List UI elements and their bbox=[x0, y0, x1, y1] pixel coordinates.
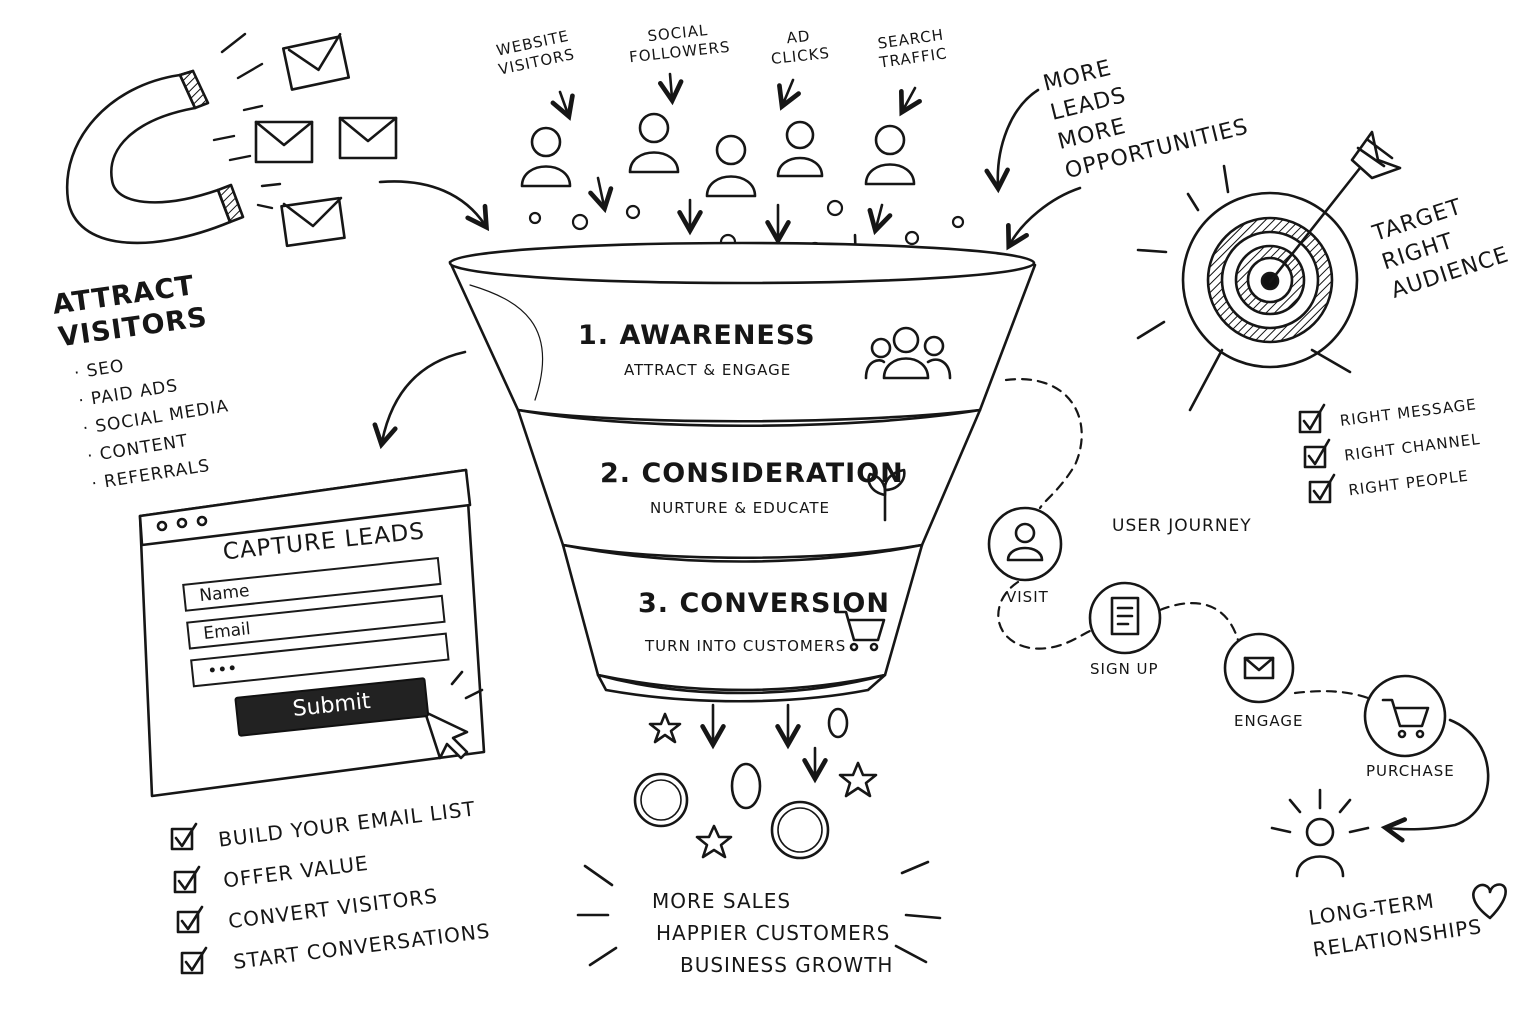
outcomes-list: More Sales Happier Customers Business Gr… bbox=[652, 885, 893, 981]
coin-icon bbox=[827, 707, 849, 739]
journey-step-engage: Engage bbox=[1234, 712, 1304, 730]
target-checklist: Right Message Right Channel Right People bbox=[1338, 387, 1487, 508]
source-ads: AdClicks bbox=[770, 26, 831, 68]
lead-form: Capture Leads Name Email ••• Submit bbox=[170, 515, 482, 774]
envelope-icon bbox=[338, 116, 398, 160]
person-icon bbox=[520, 126, 572, 188]
list-item: Business Growth bbox=[680, 953, 894, 977]
journey-engage-node bbox=[1223, 632, 1295, 704]
heart-icon bbox=[1472, 883, 1507, 920]
journey-step-purchase: Purchase bbox=[1366, 762, 1455, 780]
benefits-list: Build your email list Offer value Conver… bbox=[216, 788, 493, 982]
checkbox-icons bbox=[1298, 403, 1336, 504]
stage-conversion-title: 3. Conversion bbox=[638, 588, 890, 619]
envelope-icon bbox=[254, 120, 314, 164]
cart-icon bbox=[834, 610, 886, 652]
envelope-icon bbox=[281, 32, 351, 91]
coin-icon bbox=[770, 800, 830, 860]
person-icon bbox=[864, 124, 916, 186]
journey-signup-node bbox=[1088, 581, 1162, 655]
cursor-icon bbox=[423, 710, 469, 760]
sales-funnel bbox=[448, 241, 1037, 703]
journey-purchase-node bbox=[1363, 674, 1447, 758]
star-icon bbox=[695, 824, 733, 859]
stage-consideration-title: 2. Consideration bbox=[600, 458, 904, 489]
group-icon bbox=[864, 326, 952, 380]
journey-step-visit: Visit bbox=[1006, 588, 1049, 606]
journey-visit-node bbox=[987, 506, 1063, 582]
stage-awareness-title: 1. Awareness bbox=[578, 320, 816, 351]
person-icon bbox=[776, 120, 824, 178]
sprout-icon bbox=[867, 468, 906, 522]
journey-step-signup: Sign Up bbox=[1090, 660, 1159, 678]
submit-button[interactable]: Submit bbox=[234, 677, 430, 737]
attract-list: · SEO · Paid Ads · Social Media · Conten… bbox=[72, 337, 240, 498]
target-icon bbox=[1181, 130, 1402, 412]
list-item: More Sales bbox=[652, 889, 792, 913]
coin-icon bbox=[730, 762, 762, 810]
stage-awareness-subtitle: Attract & Engage bbox=[624, 361, 792, 379]
list-item: Happier Customers bbox=[656, 921, 891, 945]
happy-person-icon bbox=[1270, 788, 1370, 878]
person-icon bbox=[705, 134, 757, 198]
envelope-icon bbox=[280, 196, 346, 248]
star-icon bbox=[648, 712, 682, 744]
magnet-icon bbox=[65, 69, 245, 245]
journey-title: User Journey bbox=[1112, 516, 1252, 536]
star-icon bbox=[838, 761, 878, 798]
coin-icon bbox=[633, 772, 689, 828]
checkbox-icons bbox=[170, 822, 208, 975]
stage-consideration-subtitle: Nurture & Educate bbox=[650, 499, 831, 517]
stage-conversion-subtitle: Turn into customers bbox=[645, 637, 847, 655]
person-icon bbox=[628, 112, 680, 174]
